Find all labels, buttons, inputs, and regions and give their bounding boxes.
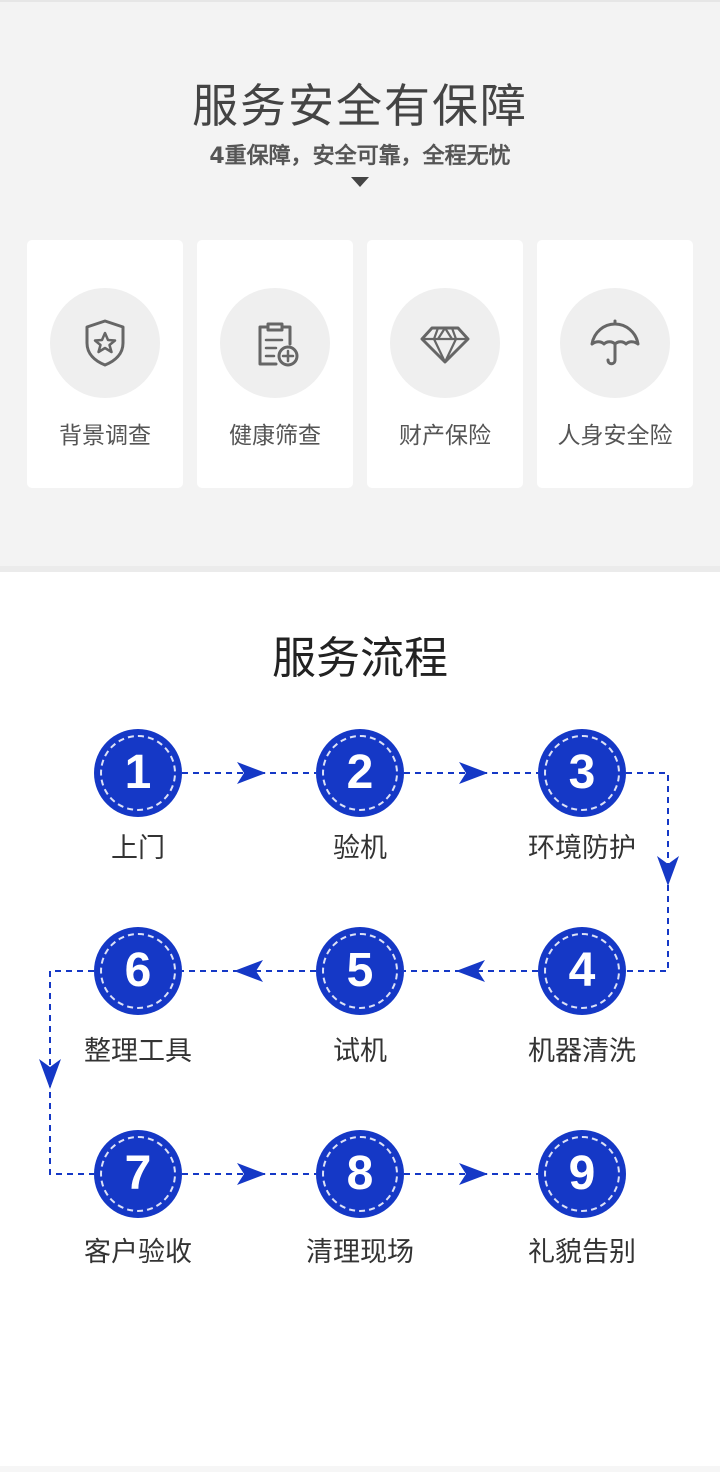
step-number: 5 — [346, 944, 374, 997]
shield-star-icon — [85, 319, 125, 367]
card-personal-insurance[interactable]: 人身安全险 — [537, 240, 693, 488]
top-divider — [0, 0, 720, 2]
card-background-check[interactable]: 背景调查 — [27, 240, 183, 488]
icon-circle — [50, 288, 160, 398]
step-circle: 2 — [316, 729, 404, 817]
step-label: 上门 — [111, 833, 165, 864]
process-title: 服务流程 — [272, 633, 448, 684]
clipboard-plus-icon — [258, 322, 299, 367]
card-label: 背景调查 — [59, 423, 151, 449]
arrow-left-icon — [234, 960, 263, 982]
step-circle: 9 — [538, 1130, 626, 1218]
guarantee-section: 服务安全有保障 4重保障，安全可靠，全程无忧 背景调查 健康筛查 — [0, 0, 720, 566]
bottom-edge — [0, 1466, 720, 1472]
guarantee-title: 服务安全有保障 — [192, 79, 528, 133]
connector-line — [49, 970, 94, 1175]
icon-circle — [220, 288, 330, 398]
step-label: 环境防护 — [528, 833, 636, 864]
card-health-check[interactable]: 健康筛查 — [197, 240, 353, 488]
icon-circle — [390, 288, 500, 398]
icon-circle — [560, 288, 670, 398]
umbrella-icon — [590, 319, 640, 366]
arrow-left-icon — [456, 960, 485, 982]
arrow-down-icon — [39, 1059, 61, 1089]
step-number: 4 — [568, 944, 596, 997]
card-property-insurance[interactable]: 财产保险 — [367, 240, 523, 488]
step-circle: 8 — [316, 1130, 404, 1218]
card-label: 财产保险 — [399, 423, 491, 449]
guarantee-subtitle: 4重保障，安全可靠，全程无忧 — [209, 144, 511, 169]
step-label: 验机 — [333, 833, 387, 864]
step-circle: 4 — [538, 927, 626, 1015]
step-label: 客户验收 — [84, 1237, 192, 1268]
step-label: 整理工具 — [84, 1036, 192, 1067]
caret-down-icon — [351, 177, 369, 187]
step-number: 1 — [124, 746, 152, 799]
connector-line — [626, 772, 669, 972]
step-circle: 5 — [316, 927, 404, 1015]
arrow-right-icon — [237, 1163, 266, 1185]
step-circle: 1 — [94, 729, 182, 817]
card-label: 人身安全险 — [557, 423, 673, 449]
step-label: 机器清洗 — [528, 1036, 636, 1067]
step-circle: 6 — [94, 927, 182, 1015]
step-number: 8 — [346, 1147, 374, 1200]
step-label: 试机 — [333, 1036, 387, 1067]
step-number: 3 — [568, 746, 596, 799]
arrow-right-icon — [237, 762, 266, 784]
card-label: 健康筛查 — [229, 423, 321, 449]
arrow-right-icon — [459, 1163, 488, 1185]
step-number: 9 — [568, 1147, 596, 1200]
step-label: 礼貌告别 — [528, 1237, 636, 1268]
diamond-icon — [420, 326, 470, 364]
arrow-right-icon — [459, 762, 488, 784]
step-circle: 3 — [538, 729, 626, 817]
section-divider — [0, 566, 720, 572]
step-label: 清理现场 — [306, 1237, 414, 1268]
step-number: 6 — [124, 944, 152, 997]
step-circle: 7 — [94, 1130, 182, 1218]
arrow-down-icon — [657, 856, 679, 886]
step-number: 2 — [346, 746, 374, 799]
step-number: 7 — [124, 1147, 152, 1200]
